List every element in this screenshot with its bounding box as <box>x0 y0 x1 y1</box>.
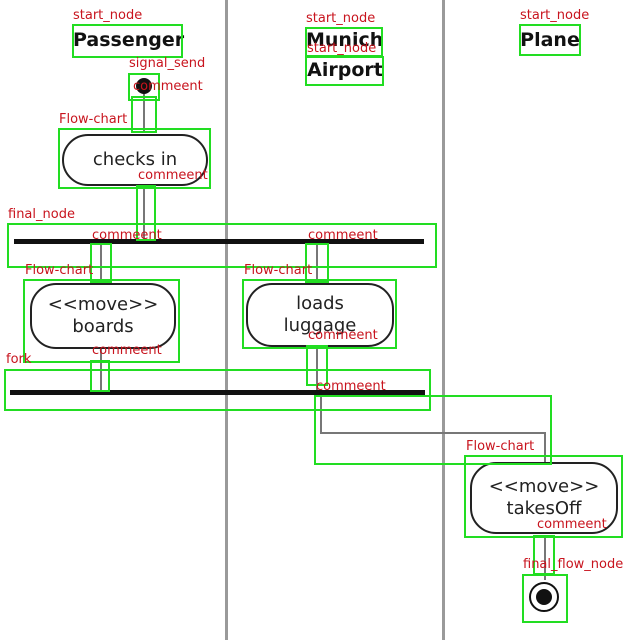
box-start-node-airport <box>305 56 384 86</box>
connector-fork-down <box>320 395 322 433</box>
activity-final-node <box>529 582 559 612</box>
connector-join-to-boards <box>100 245 102 283</box>
tag-start-node-4: start_node <box>520 8 590 23</box>
box-flow-chart-checks-in <box>58 128 211 189</box>
connector-checkin-to-join <box>143 186 145 240</box>
connector-join-to-luggage <box>316 245 318 283</box>
tag-comment-3: commeent <box>92 228 162 243</box>
box-flow-chart-boards <box>23 279 180 363</box>
box-signal-send <box>128 73 160 101</box>
connector-start-to-checkin <box>143 94 145 132</box>
lane-title-munich: Munich <box>306 29 384 51</box>
activity-boards-stereotype: <<move>> <box>47 294 159 315</box>
activity-loads-luggage: loads luggage <box>246 283 394 347</box>
box-comment-3 <box>90 243 112 283</box>
box-flow-chart-luggage <box>242 279 397 349</box>
tag-flow-chart-2: Flow-chart <box>25 263 94 278</box>
lane-divider-1 <box>225 0 228 640</box>
tag-comment-1: commeent <box>133 79 203 94</box>
activity-takes-off: <<move>> takesOff <box>470 462 618 534</box>
box-fork <box>4 369 431 411</box>
tag-comment-2: commeent <box>138 168 208 183</box>
tag-start-node-3: start_node <box>307 41 377 56</box>
activity-takes-off-label: takesOff <box>506 498 582 519</box>
tag-final-flow-node: final_flow_node <box>523 557 624 572</box>
tag-start-node-2: start_node <box>306 11 376 26</box>
box-flow-chart-takes-off <box>464 455 623 538</box>
tag-comment-4: commeent <box>308 228 378 243</box>
lane-title-airport: Airport <box>307 59 383 81</box>
activity-luggage-label: luggage <box>283 315 357 336</box>
join-bar <box>14 239 424 244</box>
fork-bar <box>10 390 425 395</box>
activity-checks-in: checks in <box>62 134 208 186</box>
tag-final-node: final_node <box>8 207 75 222</box>
lane-title-plane: Plane <box>520 29 580 51</box>
tag-start-node-1: start_node <box>73 8 143 23</box>
tag-comment-7: commeent <box>316 379 386 394</box>
tag-flow-chart-1: Flow-chart <box>59 112 128 127</box>
box-comment-2 <box>136 185 156 241</box>
connector-takeoff-to-end <box>544 538 546 580</box>
tag-flow-chart-3: Flow-chart <box>244 263 313 278</box>
box-final-flow-node <box>522 574 568 623</box>
activity-boards: <<move>> boards <box>30 283 176 349</box>
box-comment-6 <box>306 345 328 386</box>
activity-checks-in-label: checks in <box>92 149 178 170</box>
tag-signal-send: signal_send <box>129 56 206 71</box>
lane-title-passenger: Passenger <box>73 29 185 51</box>
box-comment-4 <box>305 243 329 283</box>
connector-to-takeoff <box>544 432 546 462</box>
activity-takes-off-stereotype: <<move>> <box>488 476 600 497</box>
tag-comment-8: commeent <box>537 517 607 532</box>
box-comment-5 <box>90 360 110 392</box>
tag-fork: fork <box>6 352 32 367</box>
tag-comment-6: commeent <box>92 343 162 358</box>
box-final-node-join <box>7 223 437 268</box>
activity-boards-label: boards <box>72 316 134 337</box>
initial-node <box>136 78 152 94</box>
box-start-node-plane <box>519 24 581 56</box>
activity-loads-label: loads <box>296 293 344 314</box>
tag-flow-chart-4: Flow-chart <box>466 439 535 454</box>
connector-fork-across <box>320 432 545 434</box>
box-comment-7 <box>314 395 552 465</box>
box-start-node-passenger <box>72 24 183 58</box>
box-comment-1 <box>131 96 157 133</box>
activity-final-node-core <box>536 589 552 605</box>
tag-comment-5: commeent <box>308 328 378 343</box>
lane-divider-2 <box>442 0 445 640</box>
